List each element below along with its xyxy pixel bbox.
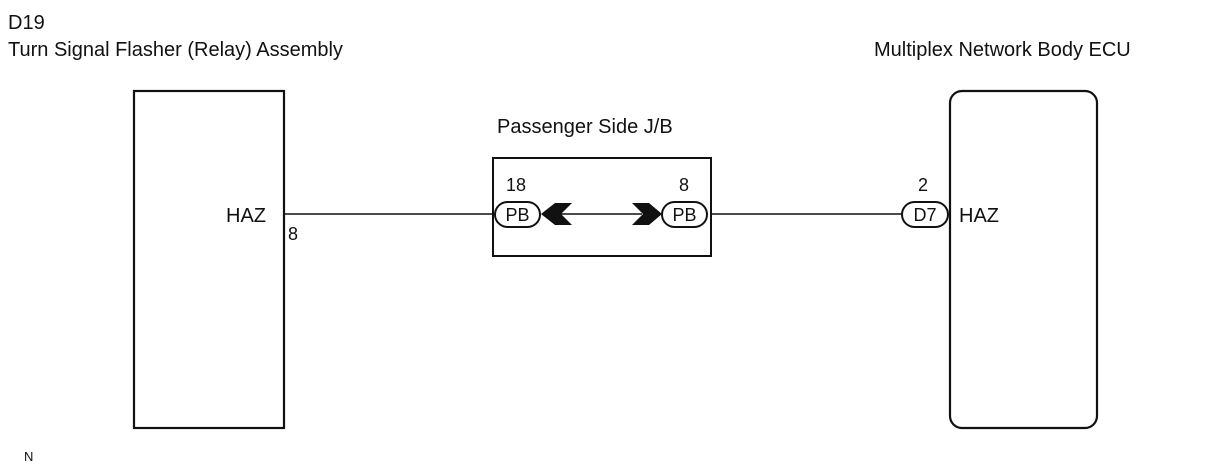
jb-left-connector-arrow-icon xyxy=(541,203,572,225)
ecu-connector xyxy=(901,201,949,228)
right-component-title: Multiplex Network Body ECU xyxy=(874,39,1131,61)
footer-note: N xyxy=(24,449,33,464)
jb-right-connector-arrow-icon xyxy=(632,203,662,225)
ecu-pin-number: 2 xyxy=(918,175,928,195)
multiplex-network-body-ecu-box xyxy=(948,89,1099,430)
ecu-terminal-name: HAZ xyxy=(959,205,999,227)
jb-right-connector xyxy=(661,201,708,228)
ecu-connector-code: D7 xyxy=(913,205,936,225)
jb-left-connector xyxy=(494,201,541,228)
jb-left-pin-number: 18 xyxy=(506,175,526,195)
left-component-title: Turn Signal Flasher (Relay) Assembly xyxy=(8,39,343,61)
jb-right-pin-number: 8 xyxy=(679,175,689,195)
jb-right-connector-code: PB xyxy=(672,205,696,225)
left-terminal-name: HAZ xyxy=(226,205,266,227)
jb-left-connector-code: PB xyxy=(505,205,529,225)
connector-code-label: D19 xyxy=(8,12,45,34)
turn-signal-flasher-box xyxy=(132,89,286,430)
junction-block-title: Passenger Side J/B xyxy=(497,116,673,138)
left-pin-number: 8 xyxy=(288,224,298,244)
